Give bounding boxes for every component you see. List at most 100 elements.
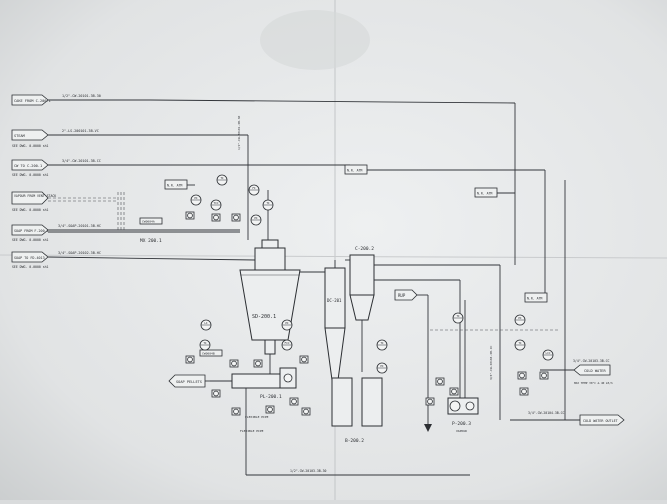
pelletizer-pl-200-1: PL-200.1 FLEXIBLE PIPE FLEXIBLE PIPE 1/2… bbox=[199, 349, 470, 476]
instrument-tag: TI bbox=[518, 341, 522, 345]
inlet-ref: SEE DWG. 0-0000 sh1 bbox=[12, 173, 49, 177]
line-number: 3/4"-CW-20103-3B-CC bbox=[573, 359, 610, 363]
inlet-label: VAPOUR FROM VENT STACK bbox=[14, 194, 56, 198]
pump-p-200-3: P-200.3 VAPOUR bbox=[447, 397, 479, 433]
flexible-pipe-note: FLEXIBLE PIPE bbox=[245, 415, 269, 419]
instrument-tag: TI bbox=[220, 176, 224, 180]
equipment-tag: C-200.2 bbox=[355, 246, 374, 252]
rup-label: RUP bbox=[398, 293, 406, 298]
cold-water-outlet: COLD WATER OUTLET bbox=[579, 414, 625, 426]
instrument-tag: TI bbox=[456, 314, 460, 318]
instrument-bubble: TI bbox=[514, 339, 526, 351]
pump-note: VAPOUR bbox=[456, 429, 467, 433]
cyclone-dc-201: DC-201 bbox=[300, 260, 346, 381]
vapour-bundle bbox=[117, 192, 125, 230]
right-side-piping: 3/4"-CW-20104-3B-CC 3/4"-CW-20103-3B-CC … bbox=[420, 180, 610, 421]
inlet-vapour: VAPOUR FROM VENT STACK SEE DWG. 0-0000 s… bbox=[11, 191, 118, 212]
outlet-label: SOAP PELLETS bbox=[176, 380, 202, 384]
inlet-soap-return: SOAP TO FD-4013 SEE DWG. 0-0000 sh1 3/4"… bbox=[11, 251, 256, 269]
inlet-label: CW TO C-200.1 bbox=[14, 164, 42, 168]
gauge-icon bbox=[301, 356, 307, 363]
gauge-icon bbox=[427, 398, 433, 405]
gauge-icon bbox=[213, 390, 219, 397]
instrument-bubble: PI bbox=[190, 194, 202, 206]
gauge-icon bbox=[213, 214, 219, 221]
instrument-bubble: LI bbox=[200, 319, 212, 331]
rup-tag: RUP bbox=[394, 289, 432, 432]
inlet-label: SOAP TO FD-4013 bbox=[14, 256, 45, 260]
inlet-label: CAKE FROM C-200.1 bbox=[14, 99, 51, 103]
instrument-bubble: PI bbox=[250, 214, 262, 226]
gauge-icon bbox=[231, 360, 237, 367]
equipment-tag: P-200.3 bbox=[452, 421, 471, 427]
instrument-tag: PI bbox=[194, 196, 198, 200]
nr-atm-4: N.R. ATM bbox=[524, 292, 548, 303]
instrument-bubble: PI bbox=[281, 319, 293, 331]
inlet-ref: SEE DWG. 0-0000 sh1 bbox=[12, 208, 49, 212]
inlet-steam: STEAM SEE DWG. 0-0000 sh1 2"-LS-200101-3… bbox=[11, 129, 248, 148]
nr-atm-1: N.R. ATM bbox=[164, 179, 195, 190]
equipment-tag: DC-201 bbox=[327, 298, 342, 303]
arrow-down bbox=[424, 424, 432, 432]
instrument-tag: LIC bbox=[545, 351, 550, 355]
inlet-cake: CAKE FROM C-200.1 1/2"-CW-20101-3B-30 bbox=[11, 94, 516, 106]
gauge-icon bbox=[255, 360, 261, 367]
gauge-icon bbox=[519, 372, 525, 379]
instrument-bubble: PI bbox=[376, 362, 388, 374]
equipment-tag: SD-200.1 bbox=[252, 314, 276, 320]
gauge-icon bbox=[233, 214, 239, 221]
instrument-tag: PI bbox=[518, 316, 522, 320]
gauge-icon bbox=[291, 398, 297, 405]
line-number: 1/2"-CW-20103-3B-30 bbox=[290, 469, 327, 473]
gauge-icon bbox=[233, 408, 239, 415]
instrument-tag: TIC bbox=[213, 201, 218, 205]
mixer-mx-200-1: CW0004A MX 200.1 bbox=[139, 217, 240, 244]
instrument-bubble: TIC bbox=[210, 199, 222, 211]
gauge-icon bbox=[437, 378, 443, 385]
line-number: 3/4"-CW-20101-3B-CC bbox=[62, 159, 101, 163]
line-number: 3/4"-SOAP-20102-3B-HC bbox=[58, 251, 101, 255]
line-number: 3/4"-SOAP-20101-3B-HC bbox=[58, 224, 101, 228]
bin-b-200-2: B-200.2 bbox=[331, 377, 383, 444]
instrument-bubble: FIC bbox=[281, 339, 293, 351]
instrument-tag: LI bbox=[204, 321, 208, 325]
instrument-bubble: PI bbox=[514, 314, 526, 326]
inlet-ref: SEE DWG. 0-0000 sh1 bbox=[12, 238, 49, 242]
inlet-cw: CW TO C-200.1 SEE DWG. 0-0000 sh1 3/4"-C… bbox=[11, 159, 350, 177]
flexible-pipe-note-2: FLEXIBLE PIPE bbox=[240, 429, 264, 433]
equipment-tag: PL-200.1 bbox=[260, 394, 282, 400]
instrument-tag: PI bbox=[285, 321, 289, 325]
instrument-tag: TI bbox=[266, 201, 270, 205]
instrument-bubble: TI bbox=[199, 339, 211, 351]
instrument-tag: FI bbox=[252, 186, 256, 190]
instrument-bubble: TI bbox=[452, 312, 464, 324]
nr-atm-label: N.R. ATM bbox=[477, 192, 492, 196]
valve-layer bbox=[185, 211, 549, 416]
nr-atm-3: N.R. ATM bbox=[474, 103, 516, 265]
outlet-label: COLD WATER OUTLET bbox=[583, 419, 618, 423]
soap-pellets-outlet: SOAP PELLETS bbox=[168, 374, 210, 388]
paper-fold-horizontal bbox=[0, 254, 667, 259]
gauge-icon bbox=[267, 406, 273, 413]
gauge-icon bbox=[451, 388, 457, 395]
gauge-icon bbox=[187, 356, 193, 363]
line-number-vertical: 1/2"-CW-20101-3B-30 bbox=[237, 115, 241, 150]
line-number: 1/2"-CW-20101-3B-30 bbox=[62, 94, 101, 98]
paper-stain bbox=[260, 10, 370, 70]
cold-water-inlet: COLD WATER MAX TEMP 30°C & 40 m3/h bbox=[573, 364, 613, 385]
instrument-tag: PI bbox=[380, 364, 384, 368]
equipment-tag: B-200.2 bbox=[345, 438, 364, 444]
outlet-label: COLD WATER bbox=[584, 369, 606, 373]
vessel-tag: CW0004B bbox=[202, 352, 215, 356]
instrument-bubble: TI bbox=[262, 199, 274, 211]
inlet-ref: SEE DWG. 0-0000 sh1 bbox=[12, 144, 49, 148]
inlet-label: SOAP FROM F-200.1 bbox=[14, 229, 49, 233]
gauge-icon bbox=[187, 212, 193, 219]
instrument-bubble: LIC bbox=[542, 349, 554, 361]
inlet-label: STEAM bbox=[14, 134, 26, 138]
inlet-ref: SEE DWG. 0-0000 sh1 bbox=[12, 265, 49, 269]
line-number: 2"-LS-200101-3B-VC bbox=[62, 129, 99, 133]
